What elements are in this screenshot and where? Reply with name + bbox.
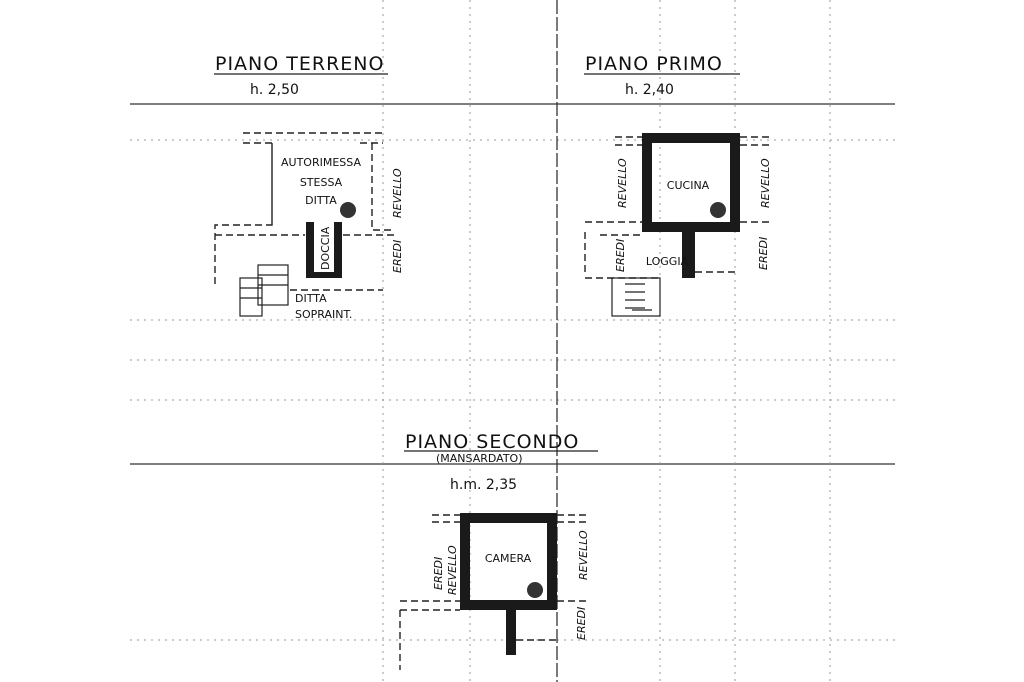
neighbor-label: SOPRAINT. [295, 308, 352, 321]
room-label-garage: AUTORIMESSA [281, 156, 361, 169]
side-label: EREDI [757, 237, 770, 270]
stove-icon [340, 202, 356, 218]
room-label-bedroom: CAMERA [485, 552, 532, 565]
plan-title: PIANO SECONDO [405, 431, 579, 453]
side-label: REVELLO [577, 530, 590, 580]
side-label: EREDI [575, 607, 588, 640]
side-label: EREDI [614, 239, 627, 272]
room-label-garage: DITTA [305, 194, 337, 207]
plan-second-floor: PIANO SECONDO (MANSARDATO) h.m. 2,35 CAM… [399, 431, 598, 670]
room-label-garage: STESSA [300, 176, 343, 189]
plan-title: PIANO TERRENO [215, 53, 384, 75]
stairs-icon [239, 264, 289, 317]
side-label: REVELLO [391, 168, 404, 218]
plan-height: h. 2,50 [250, 82, 299, 98]
room-label-kitchen: CUCINA [667, 179, 710, 192]
plan-height: h. 2,40 [625, 82, 674, 98]
side-label: EREDI [432, 557, 445, 590]
neighbor-label: DITTA [295, 292, 327, 305]
side-label: REVELLO [759, 158, 772, 208]
room-label-loggia: LOGGIA [646, 255, 689, 268]
plan-ground-floor: PIANO TERRENO h. 2,50 AUTORIMESSA STESSA… [214, 53, 404, 321]
side-label: REVELLO [446, 545, 459, 595]
stairs-icon [611, 277, 661, 317]
side-label: EREDI [391, 240, 404, 273]
plan-first-floor: PIANO PRIMO h. 2,40 CUCINA LOGGIA REVELL… [584, 53, 772, 317]
plan-subtitle: (MANSARDATO) [436, 452, 523, 465]
side-label: REVELLO [616, 158, 629, 208]
room-label-shower: DOCCIA [319, 226, 332, 270]
plan-title: PIANO PRIMO [585, 53, 723, 75]
stove-icon [527, 582, 543, 598]
background-grid [130, 0, 895, 682]
stove-icon [710, 202, 726, 218]
plan-height: h.m. 2,35 [450, 477, 517, 493]
